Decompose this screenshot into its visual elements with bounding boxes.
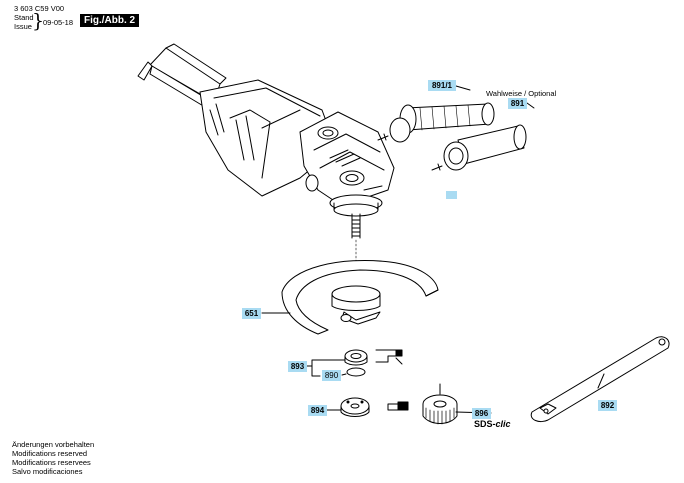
clamping-nut-drawing xyxy=(327,397,409,417)
brace-icon: } xyxy=(32,10,45,32)
issue-label: Issue xyxy=(14,22,32,31)
disclaimer-line-fr: Modifications reservees xyxy=(12,458,91,467)
part-label-892: 892 xyxy=(598,400,617,411)
sds-clic-label: SDS-clic xyxy=(474,419,511,429)
auxiliary-handle-891-drawing xyxy=(431,124,527,171)
angle-grinder-drawing xyxy=(137,43,395,271)
protective-guard-drawing xyxy=(261,259,439,335)
sds-clic-nut-drawing xyxy=(422,383,458,425)
issue-date: 09-05-18 xyxy=(43,17,74,27)
auxiliary-handle-891-1-drawing xyxy=(377,102,495,143)
part-label-896: 896 xyxy=(472,408,491,419)
part-label-893: 893 xyxy=(288,361,307,372)
blank-part-tag xyxy=(446,191,457,199)
disclaimer-line-en: Modifications reserved xyxy=(12,449,88,458)
sds-clic-suffix: clic xyxy=(495,419,511,429)
stand-label: Stand xyxy=(14,13,34,22)
disclaimer-line-de: Änderungen vorbehalten xyxy=(12,440,95,449)
figure-label: Fig./Abb. 2 xyxy=(80,14,140,27)
part-label-890: 890 xyxy=(322,370,341,381)
modification-disclaimer: Änderungen vorbehalten Modifications res… xyxy=(12,440,94,476)
disclaimer-line-es: Salvo modificaciones xyxy=(12,467,83,476)
part-label-891: 891 xyxy=(508,98,527,109)
two-pin-spanner-drawing xyxy=(530,336,670,423)
optional-label: Wahlweise / Optional xyxy=(486,89,557,98)
document-number: 3 603 C59 V00 xyxy=(14,4,65,13)
part-label-891-1: 891/1 xyxy=(428,80,456,91)
mounting-flange-drawing xyxy=(311,349,403,377)
part-label-651: 651 xyxy=(242,308,261,319)
sds-clic-prefix: SDS- xyxy=(474,419,496,429)
part-label-894: 894 xyxy=(308,405,327,416)
